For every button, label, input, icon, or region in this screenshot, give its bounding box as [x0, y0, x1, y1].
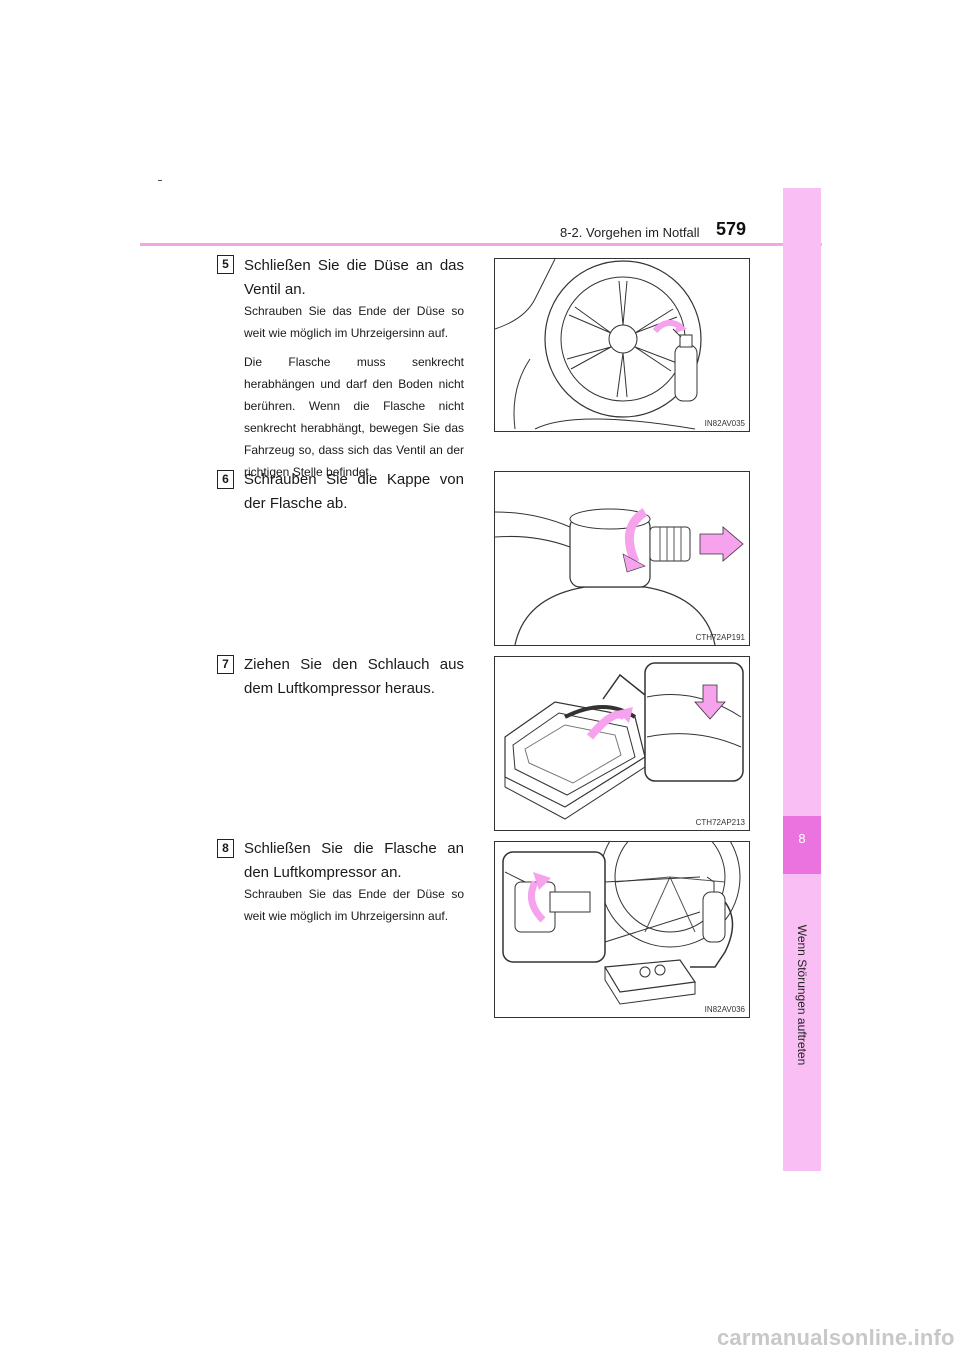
- step-paragraph: Die Flasche muss senkrecht herabhängen u…: [244, 355, 464, 479]
- figure-code: CTH72AP191: [695, 633, 745, 642]
- header-rule: [140, 243, 822, 246]
- figure-code: IN82AV035: [704, 419, 745, 428]
- step-number-badge: 6: [217, 470, 234, 489]
- bottle-compressor-illustration: [502, 842, 741, 1005]
- figure-code: CTH72AP213: [695, 818, 745, 827]
- figure-nozzle-on-valve: IN82AV035: [494, 258, 750, 432]
- step-title: Schließen Sie die Düse an das Ventil an.: [244, 257, 464, 298]
- watermark: carmanualsonline.info: [717, 1325, 955, 1350]
- step-description: Schrauben Sie das Ende der Düse so weit …: [244, 883, 464, 934]
- chapter-side-tab: [783, 188, 821, 1171]
- step-title: Schließen Sie die Flasche an den Luftkom…: [244, 840, 464, 881]
- figure-code: IN82AV036: [704, 1005, 745, 1014]
- step-paragraph: Schrauben Sie das Ende der Düse so weit …: [244, 304, 464, 340]
- step-number-badge: 8: [217, 839, 234, 858]
- crop-mark: [158, 180, 162, 181]
- step-title: Schrauben Sie die Kappe von der Flasche …: [244, 471, 464, 512]
- chapter-number-tab: [783, 816, 821, 874]
- step-title: Ziehen Sie den Schlauch aus dem Luftkomp…: [244, 656, 464, 697]
- figure-bottle-cap: CTH72AP191: [494, 471, 750, 646]
- bottle-cap-illustration: [495, 508, 744, 645]
- chapter-number: 8: [798, 831, 806, 846]
- step-number-badge: 7: [217, 655, 234, 674]
- figure-bottle-to-compressor: IN82AV036: [494, 841, 750, 1018]
- compressor-hose-illustration: [504, 662, 744, 820]
- step-number-badge: 5: [217, 255, 234, 274]
- figure-compressor-hose: CTH72AP213: [494, 656, 750, 831]
- chapter-title: Wenn Störungen auftreten: [795, 924, 809, 1066]
- section-title: 8-2. Vorgehen im Notfall: [560, 225, 700, 240]
- step-description: Schrauben Sie das Ende der Düse so weit …: [244, 300, 464, 490]
- step-paragraph: Schrauben Sie das Ende der Düse so weit …: [244, 887, 464, 923]
- page-number: 579: [716, 219, 747, 239]
- wheel-bottle-illustration: [495, 259, 702, 430]
